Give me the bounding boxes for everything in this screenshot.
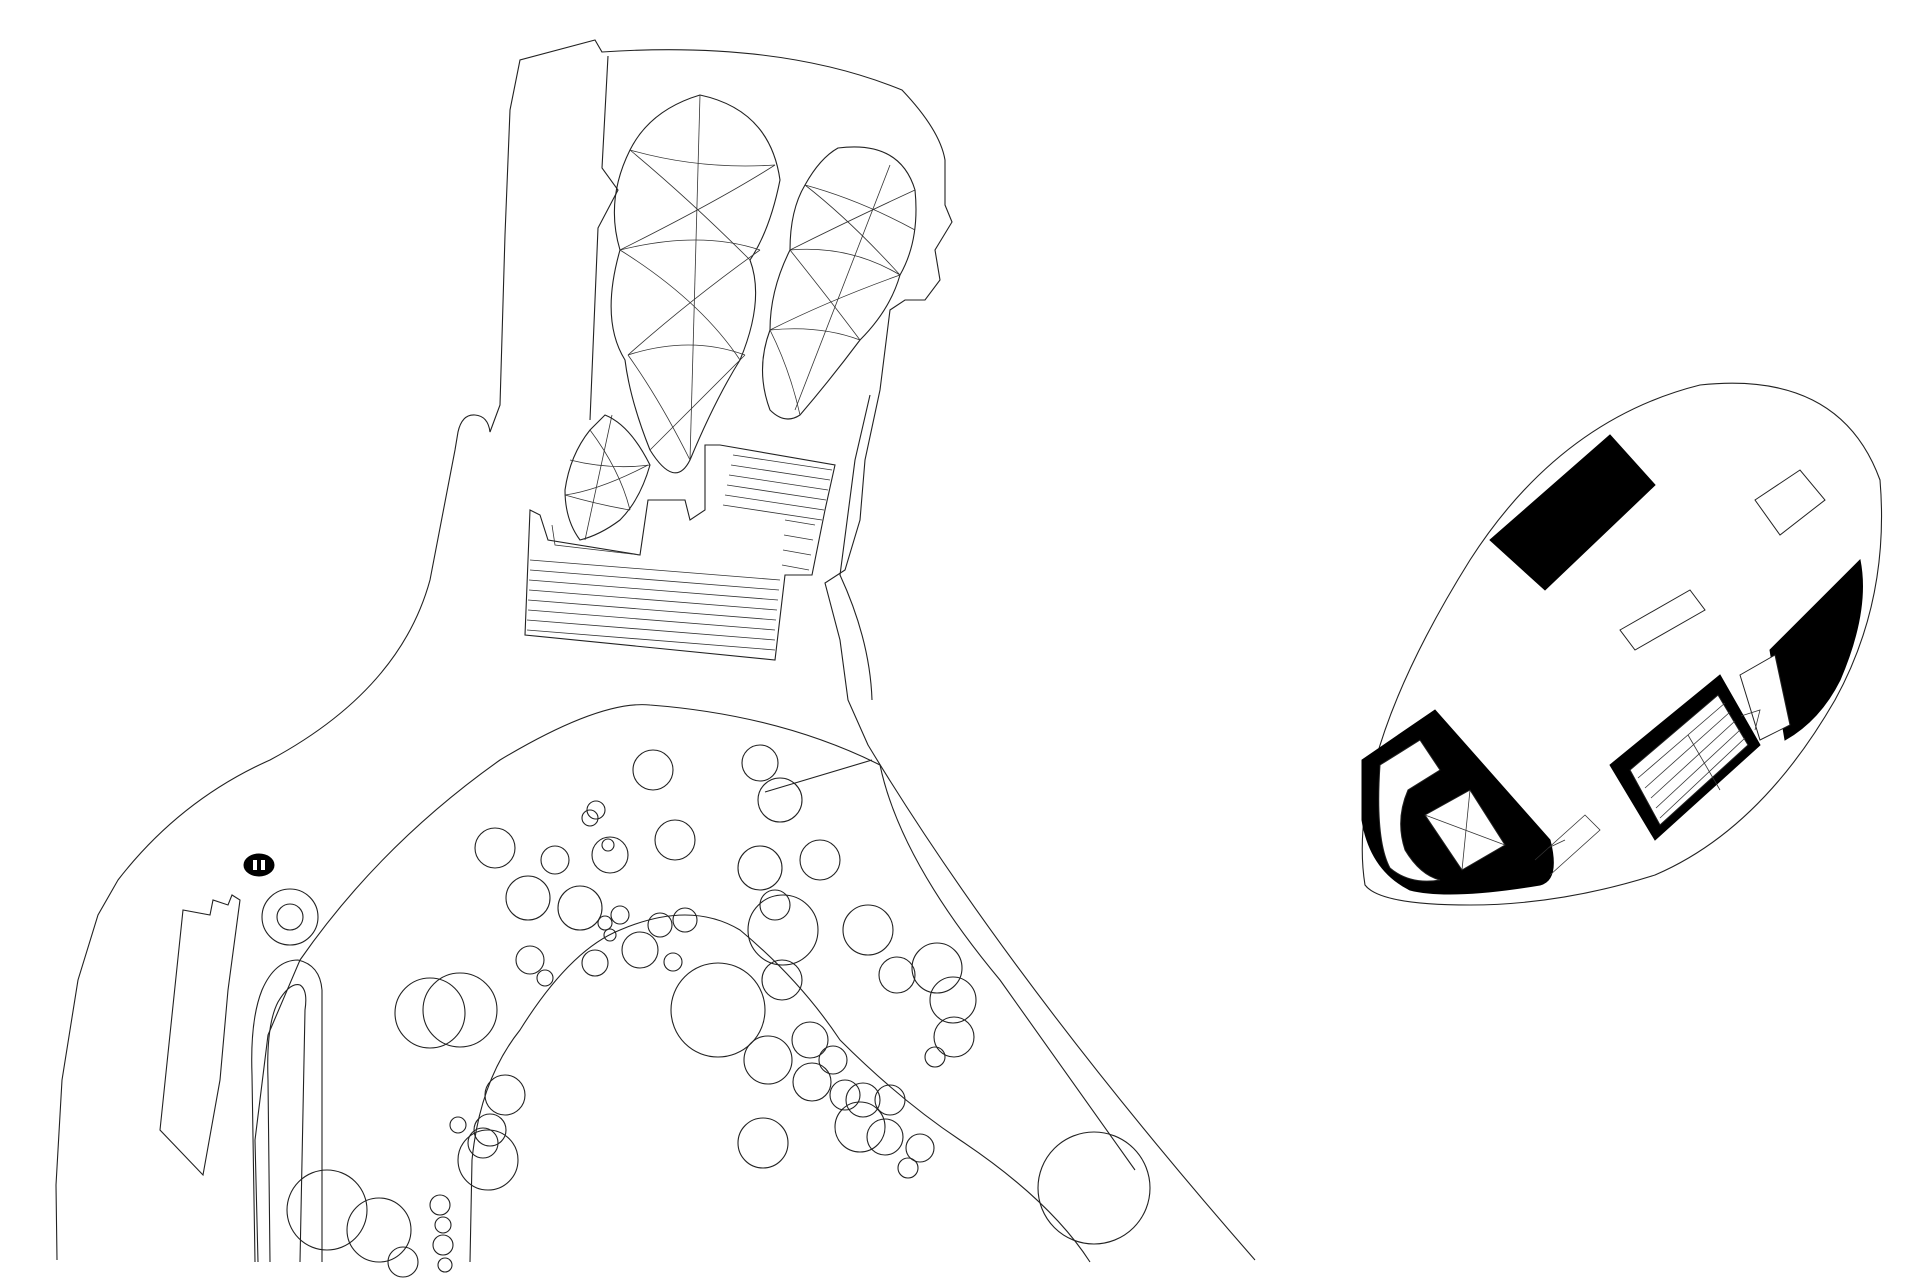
pavilion-block-north (1489, 434, 1656, 591)
tree-canopy (842, 904, 894, 956)
tree-canopy (672, 907, 698, 933)
tree-canopy (818, 1045, 848, 1075)
tree-canopy (434, 1216, 452, 1234)
tree-canopy (621, 931, 659, 969)
tree-canopy (457, 1129, 519, 1191)
canopy-3 (564, 414, 651, 541)
tree-canopy (759, 889, 791, 921)
terrace-outline (524, 444, 836, 661)
tree-canopy (791, 1021, 829, 1059)
tree-canopy (933, 1016, 975, 1058)
tree-canopy (929, 976, 977, 1024)
tree-canopy (432, 1234, 454, 1256)
terrace-inner-wall (551, 524, 641, 556)
tree-canopy (866, 1118, 904, 1156)
pavilion-stair-landing (1739, 654, 1791, 741)
canopy-group (564, 94, 917, 541)
tree-canopy (905, 1133, 935, 1163)
tree-canopy (394, 977, 466, 1049)
tree-canopy (829, 1079, 861, 1111)
diagonal-path (764, 759, 873, 793)
turnaround-island (276, 903, 304, 931)
parking-pad (159, 894, 241, 1177)
driveway-inner (267, 984, 307, 1263)
tree-canopy (591, 836, 629, 874)
tree-canopy (878, 956, 916, 994)
tree-canopy (540, 845, 570, 875)
tree-canopy (741, 744, 779, 782)
tree-canopy (387, 1246, 419, 1278)
tree-canopy (484, 1074, 526, 1116)
tree-canopy (429, 1194, 451, 1216)
tree-canopy (757, 777, 803, 823)
site-outline (55, 39, 1256, 1263)
tree-canopy (737, 845, 783, 891)
tree-canopy (747, 894, 819, 966)
tree-canopy (799, 839, 841, 881)
turnaround-circle (261, 888, 319, 946)
tree-canopy (761, 959, 803, 1001)
entry-marker-icon (243, 853, 275, 877)
tree-canopy (597, 915, 613, 931)
tree-canopy (536, 969, 554, 987)
site-boundary-outer (55, 39, 1256, 1261)
tree-canopy (874, 1084, 906, 1116)
tree-canopy (654, 819, 696, 861)
tree-canopy (663, 952, 683, 972)
tree-canopy (601, 838, 615, 852)
tree-canopy (632, 749, 674, 791)
tree-canopy (743, 1035, 793, 1085)
tree-canopy (515, 945, 545, 975)
pavilion-ramp (1534, 814, 1601, 876)
tree-canopy (647, 912, 673, 938)
tree-canopy (505, 875, 551, 921)
tree-canopy (911, 942, 963, 994)
tree-canopy (581, 949, 609, 977)
canopy-2 (761, 146, 917, 420)
meadow-right-edge (879, 764, 1136, 1171)
pavilion-skylight (1754, 469, 1826, 536)
curved-trail (469, 914, 1091, 1263)
tree-canopy (557, 885, 603, 931)
tree-canopy (924, 1046, 946, 1068)
tree-canopy (581, 809, 599, 827)
pavilion-room (1378, 739, 1441, 882)
pavilion-outline (1361, 382, 1883, 906)
canopy-1 (610, 94, 781, 474)
pavilion-block-east (1769, 558, 1863, 741)
trees (286, 744, 1151, 1278)
tree-canopy (1037, 1131, 1151, 1245)
tree-canopy (792, 1062, 832, 1102)
tree-canopy (467, 1127, 499, 1159)
tree-canopy (474, 827, 516, 869)
paving-edge (839, 394, 873, 701)
tree-canopy (897, 1157, 919, 1179)
terrace-steps (526, 454, 833, 651)
site-boundary-inner (589, 55, 619, 421)
tree-canopy (670, 962, 766, 1058)
pavilion (1361, 382, 1883, 906)
entry-area (159, 853, 323, 1263)
pavilion-bench (1619, 589, 1706, 651)
tree-canopy (449, 1116, 467, 1134)
driveway-outer (251, 959, 323, 1263)
tree-canopy (422, 972, 498, 1048)
tree-canopy (346, 1197, 412, 1263)
meadow-boundary (254, 704, 881, 1263)
tree-canopy (610, 905, 630, 925)
pavilion-stair (1609, 674, 1761, 841)
tree-canopy (437, 1257, 453, 1273)
terrace (524, 444, 836, 661)
tree-canopy (603, 928, 617, 942)
tree-canopy (286, 1169, 368, 1251)
tree-canopy (845, 1082, 881, 1118)
tree-canopy (473, 1113, 507, 1147)
tree-canopy (834, 1101, 886, 1153)
tree-canopy (737, 1117, 789, 1169)
